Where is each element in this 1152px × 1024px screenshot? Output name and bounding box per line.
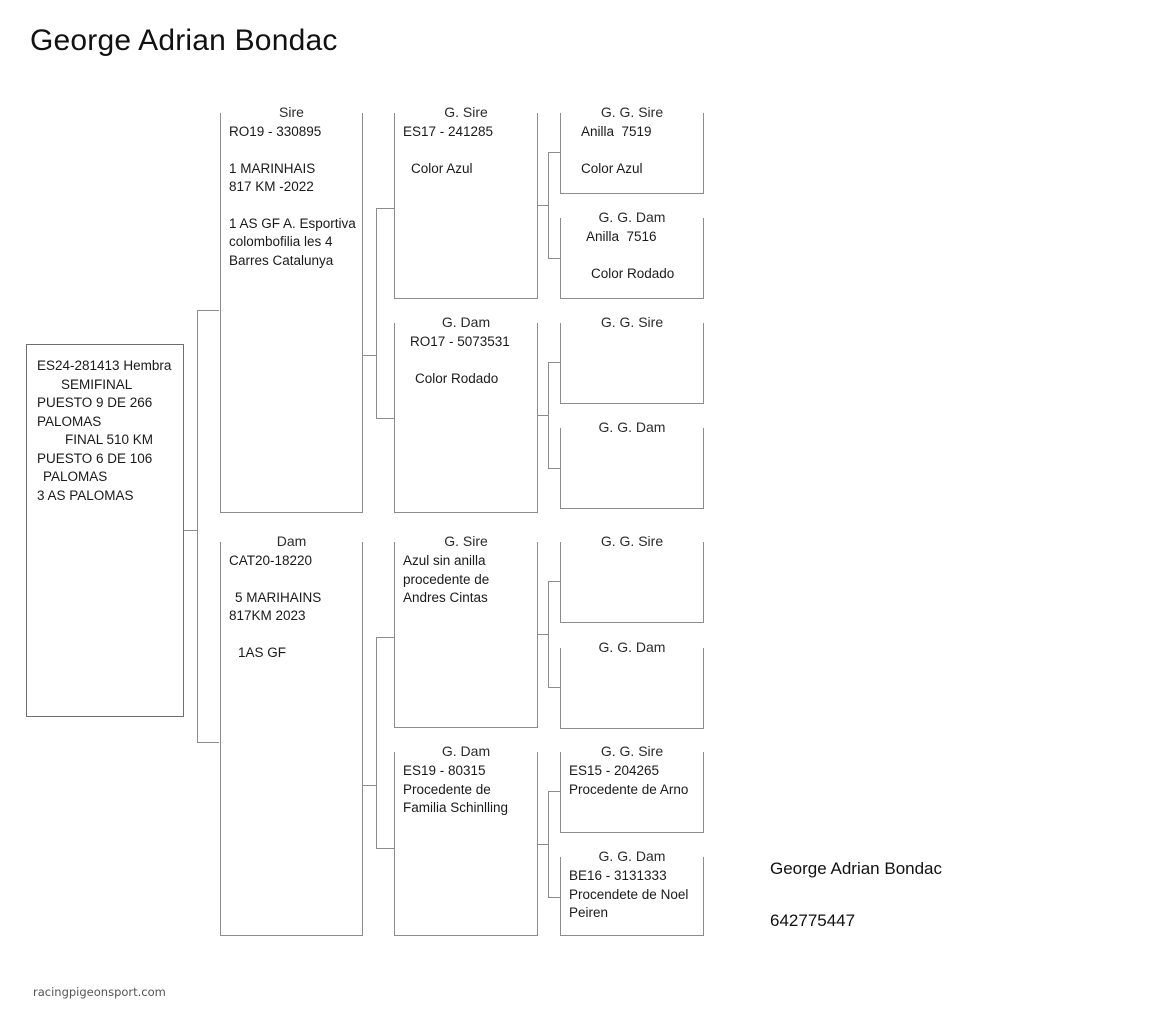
gg-dam-4-line2: Peiren (569, 905, 609, 920)
dam-gdam-line1: Procedente de (403, 781, 491, 797)
connector-gsire2-bracket (548, 581, 549, 635)
connector-gsire1-to-ggsire (548, 152, 560, 153)
gg-dam-box-3[interactable]: G. G. Dam (560, 638, 704, 729)
gg-sire-box-2[interactable]: G. G. Sire (560, 313, 704, 404)
subject-ring: ES24-281413 Hembra (37, 358, 172, 373)
subject-result1-line2: PALOMAS (37, 413, 102, 429)
sire-gsire-line1: Color Azul (411, 160, 473, 176)
dam-ring: CAT20-18220 (229, 553, 313, 568)
connector-sire-bracket-lower (376, 355, 377, 418)
site-credit: racingpigeonsport.com (33, 985, 166, 999)
connector-sire-stem (363, 355, 376, 356)
subject-result1-title: SEMIFINAL (61, 376, 133, 392)
connector-gdam1-bracket-lower (548, 415, 549, 468)
connector-gdam1-bracket (548, 362, 549, 416)
owner-name: George Adrian Bondac (770, 859, 943, 878)
dam-gdam-ring: ES19 - 80315 (403, 763, 486, 778)
connector-gdam2-bracket (548, 791, 549, 845)
connector-gsire1-to-ggdam (548, 258, 560, 259)
owner-info: George Adrian Bondac 642775447 (770, 843, 942, 947)
sire-line3: 1 AS GF A. Esportiva (229, 215, 356, 231)
gg-dam-4-ring: BE16 - 3131333 (569, 868, 667, 883)
dam-gsire-line2: procedente de (403, 571, 490, 587)
connector-gsire2-to-ggsire (548, 581, 560, 582)
dam-gsire-box[interactable]: G. Sire Azul sin anilla procedente de An… (394, 532, 538, 728)
connector-gdam2-to-ggsire (548, 791, 560, 792)
connector-dam-stem (363, 785, 376, 786)
page-title: George Adrian Bondac (30, 24, 338, 57)
dam-gsire-line1: Azul sin anilla (403, 553, 486, 568)
connector-gdam2-to-ggdam (548, 897, 560, 898)
connector-dam-bracket (376, 637, 377, 786)
connector-gdam2-bracket-lower (548, 844, 549, 897)
sire-box[interactable]: Sire RO19 - 330895 1 MARINHAIS 817 KM -2… (220, 103, 363, 513)
sire-line2: 817 KM -2022 (229, 179, 314, 194)
gg-sire-1-ring: Anilla 7519 (581, 124, 652, 139)
connector-subject-stem (184, 530, 197, 531)
connector-gdam1-stem (538, 415, 548, 416)
connector-subject-to-sire (197, 310, 219, 311)
gg-sire-1-line1: Color Azul (581, 160, 643, 176)
connector-gsire1-bracket-lower (548, 205, 549, 258)
gg-sire-box-1[interactable]: G. G. Sire Anilla 7519 Color Azul (560, 103, 704, 194)
connector-gsire2-bracket-lower (548, 634, 549, 687)
gg-sire-4-line1: Procedente de Arno (569, 781, 689, 797)
gg-dam-box-4[interactable]: G. G. Dam BE16 - 3131333 Procendete de N… (560, 847, 704, 936)
sire-line4: colombofilia les 4 (229, 234, 333, 249)
connector-dam-to-gdam (376, 848, 394, 849)
connector-gsire2-stem (538, 634, 548, 635)
dam-line2: 817KM 2023 (229, 608, 306, 623)
sire-gdam-box[interactable]: G. Dam RO17 - 5073531 Color Rodado (394, 313, 538, 513)
dam-box[interactable]: Dam CAT20-18220 5 MARIHAINS 817KM 2023 1… (220, 532, 363, 936)
connector-gdam1-to-ggsire (548, 362, 560, 363)
connector-subject-bracket-lower (197, 530, 198, 742)
dam-line1: 5 MARIHAINS (235, 589, 322, 605)
sire-gdam-line1: Color Rodado (415, 370, 499, 386)
sire-gdam-ring: RO17 - 5073531 (410, 334, 510, 349)
gg-dam-1-line1: Color Rodado (591, 265, 675, 281)
subject-result2-line2: PALOMAS (43, 469, 108, 484)
gg-dam-box-2[interactable]: G. G. Dam (560, 418, 704, 509)
connector-sire-to-gsire (376, 208, 394, 209)
subject-box[interactable]: ES24-281413 Hembra SEMIFINAL PUESTO 9 DE… (26, 344, 184, 717)
gg-sire-box-3[interactable]: G. G. Sire (560, 532, 704, 623)
gg-sire-4-ring: ES15 - 204265 (569, 763, 660, 778)
connector-sire-bracket (376, 208, 377, 356)
connector-dam-bracket-lower (376, 785, 377, 848)
gg-dam-4-line1: Procendete de Noel (569, 886, 689, 902)
sire-line1: 1 MARINHAIS (229, 160, 316, 176)
connector-gdam1-to-ggdam (548, 468, 560, 469)
dam-gdam-box[interactable]: G. Dam ES19 - 80315 Procedente de Famili… (394, 742, 538, 936)
dam-gsire-line3: Andres Cintas (403, 590, 488, 605)
dam-gdam-line2: Familia Schinlling (403, 800, 509, 815)
connector-dam-to-gsire (376, 637, 394, 638)
connector-sire-to-gdam (376, 418, 394, 419)
sire-line5: Barres Catalunya (229, 252, 334, 268)
connector-subject-bracket (197, 310, 198, 531)
connector-gdam2-stem (538, 844, 548, 845)
connector-subject-to-dam (197, 742, 219, 743)
gg-dam-1-ring: Anilla 7516 (586, 229, 657, 244)
dam-line3: 1AS GF (238, 644, 287, 660)
subject-result2-title: FINAL 510 KM (65, 432, 154, 447)
sire-gsire-ring: ES17 - 241285 (403, 124, 494, 139)
subject-result1-line1: PUESTO 9 DE 266 (37, 395, 153, 410)
connector-gsire1-stem (538, 205, 548, 206)
owner-phone: 642775447 (770, 911, 856, 930)
sire-gsire-box[interactable]: G. Sire ES17 - 241285 Color Azul (394, 103, 538, 299)
gg-dam-box-1[interactable]: G. G. Dam Anilla 7516 Color Rodado (560, 208, 704, 299)
connector-gsire1-bracket (548, 152, 549, 206)
subject-result3: 3 AS PALOMAS (37, 487, 134, 503)
sire-ring: RO19 - 330895 (229, 124, 322, 139)
connector-gsire2-to-ggdam (548, 687, 560, 688)
subject-result2-line1: PUESTO 6 DE 106 (37, 450, 153, 466)
gg-sire-box-4[interactable]: G. G. Sire ES15 - 204265 Procedente de A… (560, 742, 704, 833)
